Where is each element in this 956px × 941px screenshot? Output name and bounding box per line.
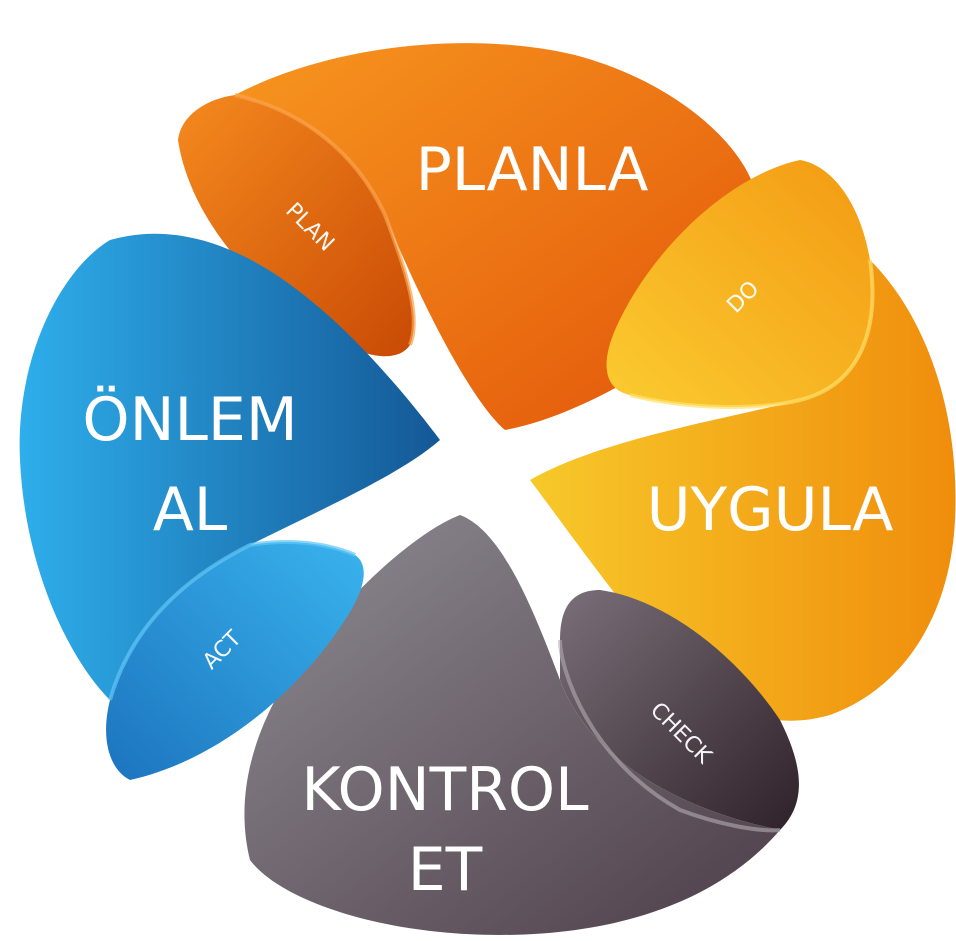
label-uygula: UYGULA	[647, 475, 894, 545]
label-planla: PLANLA	[416, 135, 649, 205]
petal-act-fold-edge	[108, 540, 356, 701]
petal-check-fold-edge	[558, 639, 781, 833]
petal-do-fold	[606, 160, 873, 407]
petal-do-fold-edge	[629, 259, 875, 409]
petal-check-body	[244, 515, 780, 935]
label-et: ET	[408, 835, 483, 905]
petal-plan-fold-edge	[234, 93, 416, 346]
petal-act-body	[19, 233, 441, 700]
label-al: AL	[153, 475, 228, 545]
label-onlem: ÖNLEM	[82, 384, 297, 455]
petal-plan-fold	[178, 95, 414, 357]
petal-act: ÖNLEM AL ACT	[19, 233, 441, 780]
petal-check-fold	[560, 590, 799, 830]
label-kontrol: KONTROL	[301, 755, 589, 825]
petal-check: KONTROL ET CHECK	[244, 515, 799, 935]
